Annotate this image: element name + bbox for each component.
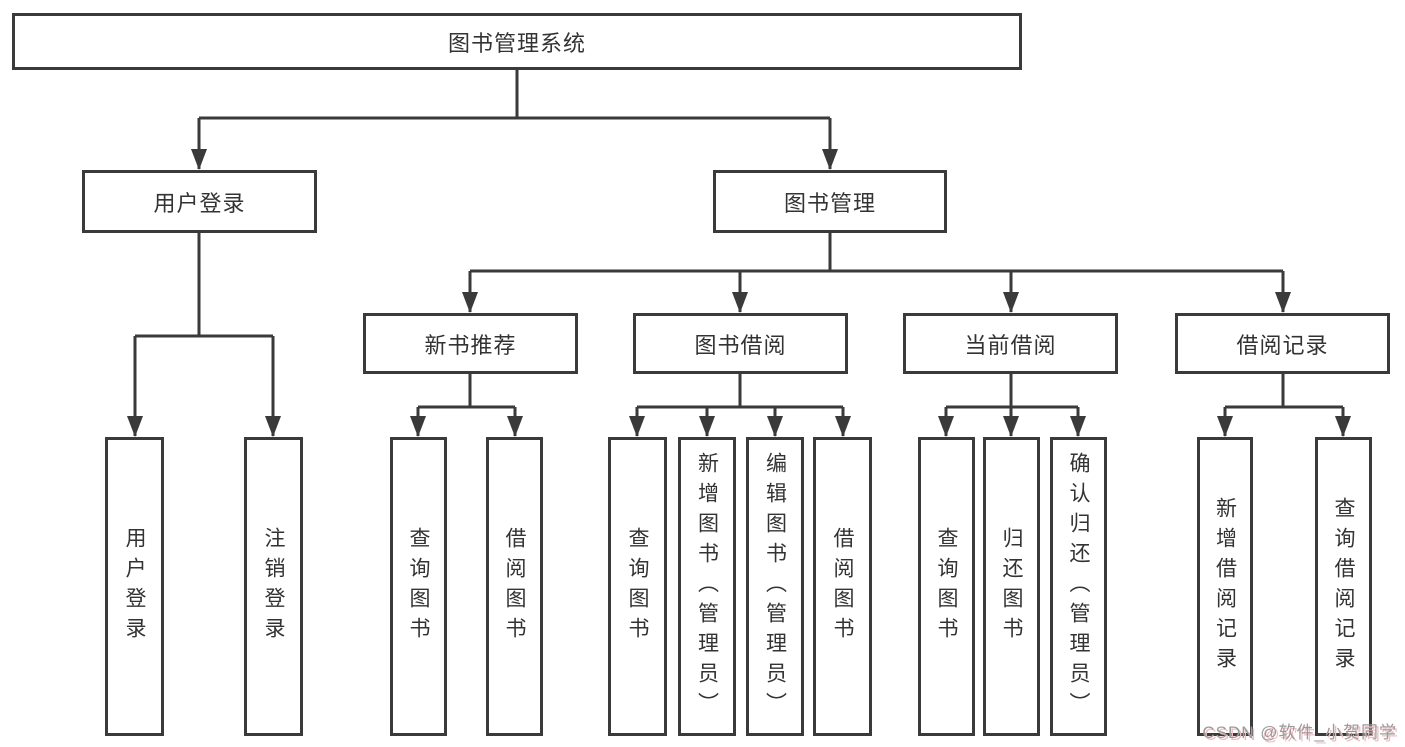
leaf-user-login: 用户登录	[105, 437, 164, 736]
node-book-borrow: 图书借阅	[633, 313, 848, 374]
leaf-query-books-current: 查询图书	[918, 437, 975, 736]
leaf-confirm-return-admin-label: 确认归还（管理员）	[1067, 451, 1090, 722]
node-root: 图书管理系统	[12, 13, 1022, 70]
node-current-borrow-label: 当前借阅	[964, 332, 1057, 358]
leaf-borrow-books-main: 借阅图书	[813, 437, 872, 736]
leaf-logout-login-label: 注销登录	[262, 526, 285, 647]
node-book-borrow-label: 图书借阅	[694, 332, 787, 358]
leaf-query-books-borrow-label: 查询图书	[626, 526, 649, 647]
node-new-book-recommend: 新书推荐	[363, 313, 578, 374]
node-book-management-label: 图书管理	[783, 190, 876, 216]
leaf-user-login-label: 用户登录	[123, 526, 146, 647]
node-current-borrow: 当前借阅	[903, 313, 1118, 374]
leaf-query-books-current-label: 查询图书	[935, 526, 958, 647]
leaf-query-borrow-record-label: 查询借阅记录	[1332, 496, 1355, 677]
leaf-query-books-recommend: 查询图书	[390, 437, 447, 736]
node-user-login-label: 用户登录	[153, 190, 246, 216]
leaf-add-book-admin-label: 新增图书（管理员）	[695, 451, 719, 722]
leaf-add-book-admin: 新增图书（管理员）	[678, 437, 736, 736]
node-new-book-recommend-label: 新书推荐	[424, 332, 517, 358]
leaf-query-borrow-record: 查询借阅记录	[1315, 437, 1372, 736]
leaf-borrow-books-recommend: 借阅图书	[486, 437, 543, 736]
node-borrow-records: 借阅记录	[1175, 313, 1390, 374]
leaf-confirm-return-admin: 确认归还（管理员）	[1050, 437, 1107, 736]
leaf-query-books-borrow: 查询图书	[608, 437, 667, 736]
leaf-return-book: 归还图书	[983, 437, 1040, 736]
leaf-return-book-label: 归还图书	[1000, 526, 1023, 647]
leaf-borrow-books-main-label: 借阅图书	[831, 526, 854, 647]
node-borrow-records-label: 借阅记录	[1236, 332, 1329, 358]
leaf-query-books-recommend-label: 查询图书	[407, 526, 430, 647]
node-user-login: 用户登录	[82, 170, 317, 233]
leaf-borrow-books-recommend-label: 借阅图书	[503, 526, 526, 647]
leaf-add-borrow-record-label: 新增借阅记录	[1213, 496, 1237, 677]
leaf-edit-book-admin-label: 编辑图书（管理员）	[763, 451, 787, 722]
leaf-logout-login: 注销登录	[244, 437, 303, 736]
leaf-add-borrow-record: 新增借阅记录	[1197, 437, 1253, 736]
leaf-edit-book-admin: 编辑图书（管理员）	[746, 437, 804, 736]
node-book-management: 图书管理	[713, 170, 947, 233]
node-root-label: 图书管理系统	[447, 30, 586, 56]
